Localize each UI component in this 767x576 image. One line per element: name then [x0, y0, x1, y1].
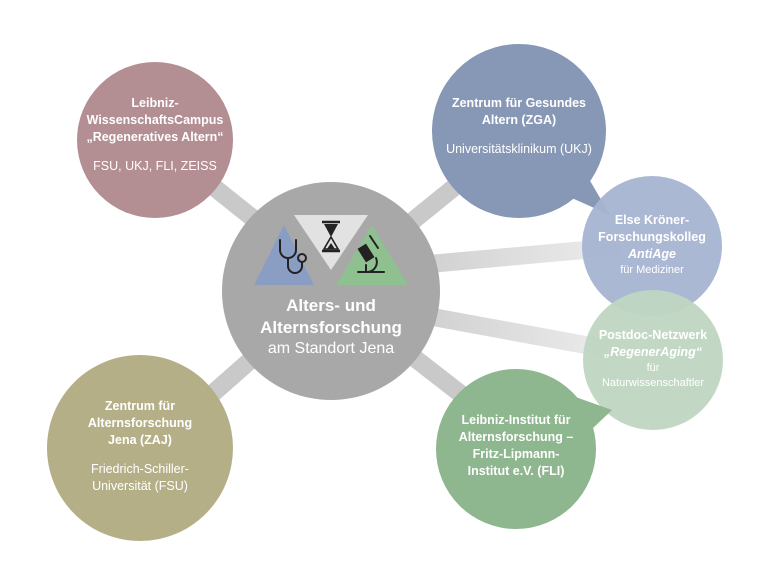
triangle-blue	[254, 225, 314, 285]
zga-line2: Altern (ZGA)	[481, 112, 557, 127]
kroener-line2: Forschungskolleg	[598, 229, 706, 244]
zaj-line2: Alternsforschung	[87, 415, 193, 430]
stethoscope-icon	[279, 239, 307, 274]
node-zga-text: Zentrum für Gesundes Altern (ZGA) Univer…	[440, 95, 598, 158]
postdoc-line1: Postdoc-Netzwerk	[598, 328, 708, 342]
node-kroener-text: Else Kröner- Forschungskolleg AntiAge fü…	[592, 212, 712, 277]
postdoc-detail2: Naturwissenschaftler	[601, 376, 705, 389]
kroener-line3: AntiAge	[628, 246, 676, 261]
node-fli-text: Leibniz-Institut für Alternsforschung – …	[446, 412, 586, 480]
center-label: Alters- und Alternsforschung am Standort…	[240, 295, 422, 360]
center-title-line1: Alters- und	[286, 296, 376, 315]
fli-line3: Fritz-Lipmann-	[472, 446, 560, 461]
campus-line3: „Regeneratives Altern“	[86, 129, 224, 144]
campus-line1: Leibniz-	[131, 96, 179, 110]
zaj-detail1: Friedrich-Schiller-	[91, 461, 189, 476]
microscope-icon	[357, 235, 385, 273]
node-campus-text: Leibniz- WissenschaftsCampus „Regenerati…	[85, 95, 225, 175]
node-fli-shape	[436, 369, 612, 529]
postdoc-line2: „RegenerAging“	[604, 344, 702, 359]
zga-detail: Universitätsklinikum (UKJ)	[446, 141, 592, 156]
zaj-line3: Jena (ZAJ)	[108, 432, 172, 447]
center-circle	[222, 182, 440, 400]
campus-detail: FSU, UKJ, FLI, ZEISS	[93, 158, 217, 173]
campus-line2: WissenschaftsCampus	[86, 112, 224, 127]
node-zaj-circle	[47, 355, 233, 541]
fli-line4: Institut e.V. (FLI)	[467, 463, 565, 478]
node-zaj-text: Zentrum für Alternsforschung Jena (ZAJ) …	[65, 398, 215, 494]
node-postdoc-circle	[583, 290, 723, 430]
triangle-white	[294, 215, 368, 270]
zaj-detail2: Universität (FSU)	[92, 478, 188, 493]
kroener-line1: Else Kröner-	[614, 213, 690, 227]
fli-line1: Leibniz-Institut für	[461, 413, 571, 427]
kroener-detail: für Mediziner	[620, 263, 684, 276]
zga-line1: Zentrum für Gesundes	[451, 96, 587, 110]
center-title-line2: Alternsforschung	[260, 318, 402, 338]
zaj-line1: Zentrum für	[104, 399, 176, 413]
hourglass-icon	[322, 220, 340, 253]
fli-line2: Alternsforschung –	[458, 429, 574, 444]
postdoc-detail1: für	[646, 361, 660, 374]
node-campus-circle	[77, 62, 233, 218]
node-postdoc-text: Postdoc-Netzwerk „RegenerAging“ für Natu…	[588, 327, 718, 390]
center-subtitle: am Standort Jena	[267, 340, 395, 358]
node-zga-shape	[432, 44, 610, 218]
node-kroener-circle	[582, 176, 722, 316]
